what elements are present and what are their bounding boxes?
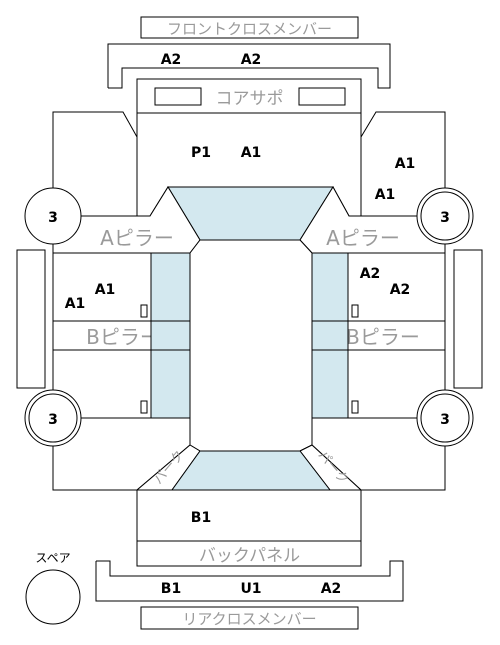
headlight-right [298,87,346,106]
rear-member-left-code: B1 [161,581,181,597]
core-support: コアサポ [136,78,362,114]
front-door-left-a-code: A1 [95,282,116,298]
rear-bumper: B1 U1 A2 [95,560,404,602]
roof [189,239,313,452]
wheel-rear-left-code: 3 [48,412,58,428]
door-handle-icon [140,304,148,318]
headlight-left [154,87,202,106]
a-pillar-right-label: Aピラー [326,226,400,250]
front-fender-right-top-code: A1 [395,156,416,172]
front-member-left-code: A2 [161,52,182,68]
spare-label: スペア [35,551,70,565]
front-door-right-a-code: A2 [360,266,381,282]
hood-left-code: P1 [191,145,211,161]
rear-cross-member-label: リアクロスメンバー [182,610,316,628]
hood-right-code: A1 [241,145,262,161]
a-pillar-left: Aピラー [52,186,201,254]
trunk: B1 [136,489,362,542]
spare-tire-icon [25,569,81,625]
wheel-front-right: 3 [416,187,474,245]
front-fender-right-bottom-code: A1 [375,187,396,203]
trunk-code: B1 [191,510,211,526]
front-door-right-b-code: A2 [390,282,411,298]
b-pillar-right-label: Bピラー [346,325,420,349]
side-window-right [311,252,349,419]
rear-member-right-code: A2 [321,581,342,597]
side-sill-right [453,249,483,389]
front-member-right-code: A2 [241,52,262,68]
side-window-left [150,252,191,419]
back-panel: バックパネル [136,540,362,567]
wheel-rear-left: 3 [24,389,82,447]
front-cross-member-label: フロントクロスメンバー [167,20,332,38]
a-pillar-left-label: Aピラー [100,226,174,250]
wheel-rear-right-code: 3 [440,412,450,428]
front-bumper: A2 A2 [107,43,391,89]
spare-tire: スペア [25,551,81,625]
side-sill-left [16,249,46,389]
door-handle-icon [140,400,148,414]
a-pillar-right: Aピラー [299,186,446,254]
rear-cross-member: リアクロスメンバー [140,606,359,630]
wheel-front-right-code: 3 [440,210,450,226]
door-handle-icon [351,400,359,414]
rear-member-center-code: U1 [240,581,261,597]
back-panel-label: バックパネル [199,546,300,566]
wheel-front-left: 3 [24,187,82,245]
core-support-label: コアサポ [216,89,284,109]
b-pillar-left-label: Bピラー [86,325,160,349]
front-door-left-b-code: A1 [65,296,86,312]
front-cross-member: フロントクロスメンバー [140,16,359,39]
wheel-rear-right: 3 [416,389,474,447]
door-handle-icon [351,304,359,318]
wheel-front-left-code: 3 [48,210,58,226]
